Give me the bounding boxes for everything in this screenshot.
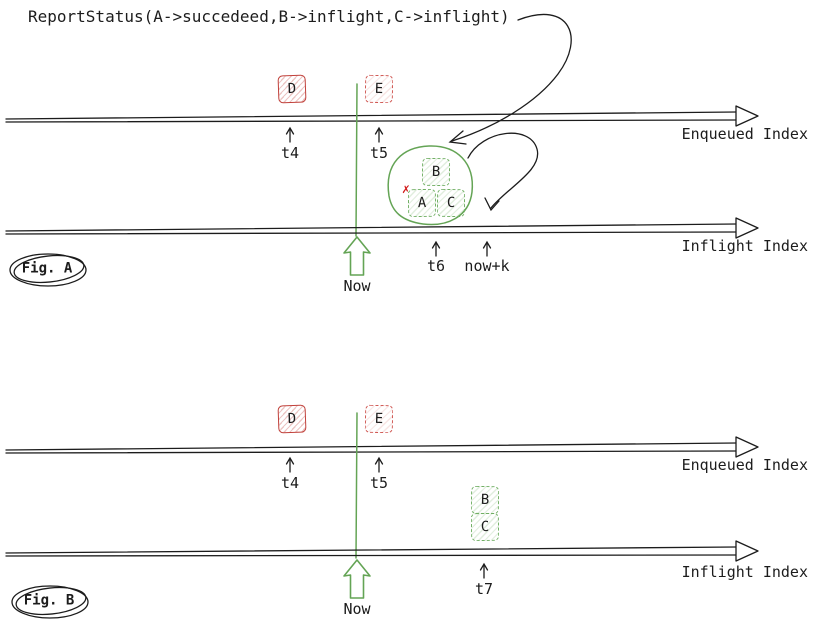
fig-a-inflight-group-blob: [387, 145, 474, 226]
fig-b-tick-label-t5: t5: [369, 474, 389, 492]
fig-a-box-d: D: [277, 74, 307, 104]
fig-b-inflight-axis-label: Inflight Index: [681, 563, 808, 581]
fig-a-inflight-timeline: [5, 217, 759, 239]
fig-a-enqueued-axis-label: Enqueued Index: [681, 125, 808, 143]
fig-b-inflight-timeline: [5, 540, 759, 562]
fig-a-caption: Fig. A: [21, 260, 73, 277]
fig-a-now-arrow: [343, 236, 371, 276]
fig-b-box-d: D: [277, 404, 307, 434]
fig-a-caption-ellipse: [9, 253, 87, 287]
fig-b-tick-label-t7: t7: [474, 580, 494, 598]
fig-a-box-b: B: [421, 157, 451, 187]
fig-a-inflight-axis-label: Inflight Index: [681, 237, 808, 255]
fig-b-now-arrow: [343, 559, 371, 599]
fig-a-tick-label-t5: t5: [369, 144, 389, 162]
fig-a-tick-t5-arrow: [374, 126, 384, 143]
fig-b-tick-t4-arrow: [285, 456, 295, 473]
fig-a-box-e: E: [364, 74, 394, 104]
fig-b-tick-label-t4: t4: [280, 474, 300, 492]
report-status-curved-arrow: [448, 13, 572, 145]
fig-b-caption: Fig. B: [23, 592, 75, 609]
fig-a-failed-mark: ✗: [402, 182, 410, 197]
fig-a-enqueued-timeline: [5, 105, 759, 127]
fig-a-tick-label-t4: t4: [280, 144, 300, 162]
fig-b-box-c: C: [470, 512, 500, 542]
fig-b-box-b: B: [470, 485, 500, 515]
fig-b-tick-t7-arrow: [479, 562, 489, 579]
fig-a-now-line: [355, 83, 358, 237]
fig-b-now-line: [355, 412, 358, 559]
fig-b-caption-ellipse: [11, 585, 89, 619]
fig-a-tick-t6-arrow: [431, 240, 441, 257]
fig-b-tick-t5-arrow: [374, 456, 384, 473]
fig-a-tick-nowk-arrow: [482, 240, 492, 257]
fig-b-enqueued-timeline: [5, 436, 759, 458]
fig-b-box-e: E: [364, 404, 394, 434]
fig-a-tick-label-nowk: now+k: [464, 257, 510, 275]
fig-a-box-a: A: [407, 188, 437, 218]
fig-b-now-label: Now: [343, 600, 371, 618]
fig-a-now-label: Now: [343, 277, 371, 295]
fig-a-box-c: C: [436, 188, 466, 218]
fig-a-tick-label-t6: t6: [426, 257, 446, 275]
retry-loop-arrow: [467, 132, 539, 212]
fig-b-enqueued-axis-label: Enqueued Index: [681, 456, 808, 474]
fig-a-tick-t4-arrow: [285, 126, 295, 143]
diagram-title: ReportStatus(A->succedeed,B->inflight,C-…: [28, 7, 510, 26]
